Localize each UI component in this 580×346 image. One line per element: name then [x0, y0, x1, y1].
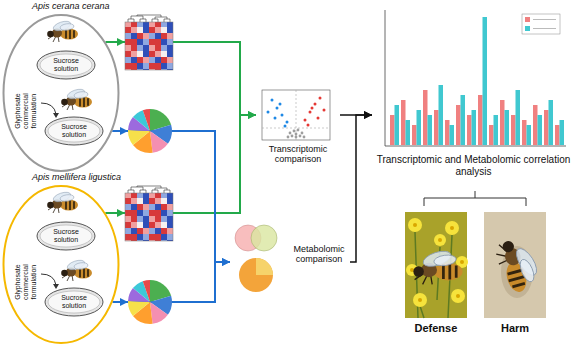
volcano-plot [262, 90, 330, 140]
flow-arrow [350, 115, 372, 262]
dish-label: Sucrose solution [50, 294, 98, 310]
heatmap [125, 15, 173, 241]
flow-arrow [112, 131, 230, 262]
photo-caption: Defense [415, 322, 458, 335]
sucrose-dish: Sucrose solution [44, 287, 104, 317]
group-outline [2, 1, 120, 172]
result-panel: Metabolomic comparison [230, 222, 350, 300]
species-heading: Apis mellifera ligustica [32, 172, 121, 182]
venn-diagram [235, 225, 277, 292]
dish-label: Sucrose solution [50, 123, 98, 139]
treatment-label: Glyphosate commercial formulation [14, 82, 38, 140]
sucrose-dish: Sucrose solution [36, 50, 96, 80]
sucrose-dish: Sucrose solution [36, 221, 96, 251]
panel-caption: Metabolomic comparison [288, 244, 350, 265]
defense-photo [405, 212, 468, 318]
sucrose-dish: Sucrose solution [44, 116, 104, 146]
species-group-oval: Apis cerana ceranaGlyphosate commercial … [2, 1, 120, 172]
species-group-oval: Apis mellifera ligusticaGlyphosate comme… [2, 172, 120, 344]
panel-caption: Transcriptomic comparison [256, 144, 340, 165]
dish-label: Sucrose solution [42, 228, 90, 244]
result-panel: Transcriptomic comparison [256, 86, 340, 168]
harm-photo [484, 212, 546, 318]
treatment-label: Glyphosate commercial formulation [14, 253, 38, 311]
pie-chart [139, 120, 161, 313]
bracket [424, 191, 526, 206]
correlation-bar-chart [385, 10, 566, 146]
photo-caption: Harm [501, 322, 529, 335]
species-heading: Apis cerana cerana [32, 1, 110, 11]
result-panel: Transcriptomic and Metabolomic correlati… [372, 4, 575, 186]
dish-label: Sucrose solution [42, 57, 90, 73]
group-outline [2, 172, 120, 344]
panel-caption: Transcriptomic and Metabolomic correlati… [372, 154, 575, 177]
